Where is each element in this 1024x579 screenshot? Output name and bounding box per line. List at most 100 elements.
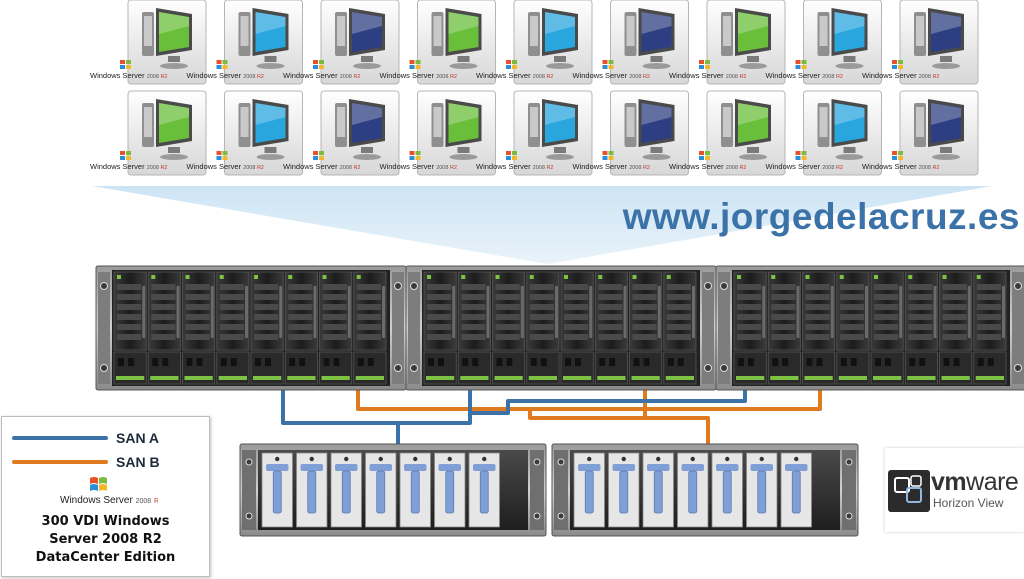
logo-version: 2008: [726, 165, 740, 171]
server-blade: [973, 271, 1007, 385]
vm-tile: Windows Server 2008 R2: [90, 90, 207, 176]
logo-version: 2008: [340, 165, 354, 171]
status-led-icon: [908, 275, 913, 279]
storage-array-group: [239, 443, 859, 537]
vmware-wordmark: vmware: [931, 468, 1019, 497]
monitor-icon: [238, 8, 289, 69]
server-blade: [250, 271, 284, 385]
windows-server-logo: Windows Server 2008 R2: [573, 151, 650, 171]
drive-handle: [653, 470, 663, 514]
status-led-icon: [976, 275, 981, 279]
svg-text:Windows Server 2008 R2: Windows Server 2008 R2: [476, 162, 553, 171]
logo-release: R2: [739, 165, 746, 171]
screw-icon: [557, 512, 565, 520]
brand-vm: vm: [931, 468, 967, 496]
status-led-icon: [874, 275, 878, 279]
logo-brand: Windows Server: [766, 71, 823, 80]
windows-flag-icon: [216, 151, 228, 160]
drive-handle: [445, 470, 455, 514]
svg-text:Windows Server 2008 R2: Windows Server 2008 R2: [669, 162, 746, 171]
svg-text:Windows Server 2008 R2: Windows Server 2008 R2: [380, 162, 457, 171]
windows-server-logo: Windows Server 2008 R2: [573, 60, 650, 80]
screw-icon: [410, 282, 418, 290]
logo-brand: Windows Server: [380, 71, 437, 80]
logo-version: 2008: [629, 165, 643, 171]
server-blade: [560, 271, 594, 385]
logo-release: R2: [739, 74, 746, 80]
vm-tile: Windows Server 2008 R2: [862, 90, 979, 176]
status-led-icon: [254, 275, 258, 279]
brand-ware: ware: [966, 468, 1019, 496]
logo-release: R2: [836, 74, 843, 80]
status-led-icon: [805, 275, 810, 279]
logo-brand: Windows Server: [476, 71, 533, 80]
status-led-icon: [564, 275, 568, 279]
logo-brand: Windows Server: [573, 71, 630, 80]
screw-icon: [410, 364, 418, 372]
logo-release: R2: [450, 165, 457, 171]
logo-release: R2: [932, 74, 939, 80]
logo-release: R2: [546, 74, 553, 80]
logo-brand: Windows Server: [476, 162, 533, 171]
screw-icon: [720, 282, 728, 290]
drive-bay: [399, 452, 431, 528]
screw-icon: [394, 282, 402, 290]
screw-icon: [845, 458, 853, 466]
windows-server-logo: Windows Server 2008 R2: [862, 60, 939, 80]
windows-flag-icon: [216, 60, 228, 69]
drive-bay: [365, 452, 397, 528]
screw-icon: [394, 364, 402, 372]
monitor-icon: [142, 8, 192, 69]
logo-release: R2: [353, 165, 360, 171]
drive-handle: [410, 470, 420, 514]
screw-icon: [245, 458, 253, 466]
windows-flag-icon: [313, 60, 324, 69]
windows-server-logo: Windows Server 2008 R2: [283, 151, 360, 171]
drive-bay: [608, 452, 640, 528]
windows-server-logo: Windows Server 2008 R2: [862, 151, 939, 171]
monitor-icon: [624, 99, 675, 160]
drive-led-icon: [759, 456, 764, 462]
windows-server-logo: Windows Server 2008 R2: [380, 60, 457, 80]
monitor-icon: [817, 8, 868, 69]
windows-flag-icon: [892, 151, 903, 160]
logo-version: 2008: [436, 74, 450, 80]
screw-icon: [1014, 282, 1022, 290]
windows-server-logo: Windows Server 2008 R2: [476, 60, 553, 80]
windows-flag-icon: [892, 60, 903, 69]
monitor-icon: [238, 99, 289, 160]
server-blade: [457, 271, 491, 385]
status-led-icon: [942, 275, 947, 279]
screw-icon: [100, 282, 108, 290]
san-b-cable: [356, 385, 822, 411]
svg-text:Windows Server 2008: Windows Server 2008 R2: [60, 495, 158, 506]
logo-version: 2008: [533, 165, 547, 171]
logo-brand: Windows Server: [669, 162, 726, 171]
monitor-icon: [335, 99, 385, 160]
windows-server-logo: Windows Server 2008 R2: [669, 151, 746, 171]
windows-flag-icon: [90, 477, 107, 491]
logo-version: 2008: [147, 74, 161, 80]
screw-icon: [720, 364, 728, 372]
screw-icon: [245, 512, 253, 520]
windows-flag-icon: [506, 60, 517, 69]
logo-release: R2: [450, 74, 457, 80]
windows-server-logo: Windows Server 2008 R2: [90, 151, 167, 171]
logo-version: 2008: [822, 74, 836, 80]
svg-text:Windows Server 2008 R2: Windows Server 2008 R2: [187, 162, 264, 171]
status-led-icon: [427, 275, 431, 279]
svg-text:Windows Server 2008 R2: Windows Server 2008 R2: [573, 162, 650, 171]
monitor-icon: [335, 8, 385, 69]
windows-flag-icon: [602, 151, 614, 160]
drive-bay: [746, 452, 778, 528]
blade-chassis-group: [95, 265, 1024, 391]
status-led-icon: [151, 275, 156, 279]
status-led-icon: [495, 275, 500, 279]
windows-flag-icon: [120, 151, 131, 160]
windows-server-logo: Windows Server 2008 R2: [90, 60, 167, 80]
logo-version: 2008: [340, 74, 354, 80]
server-blade: [353, 271, 387, 385]
screw-icon: [704, 282, 712, 290]
vm-tile: Windows Server 2008 R2: [283, 0, 400, 85]
monitor-icon: [914, 8, 964, 69]
